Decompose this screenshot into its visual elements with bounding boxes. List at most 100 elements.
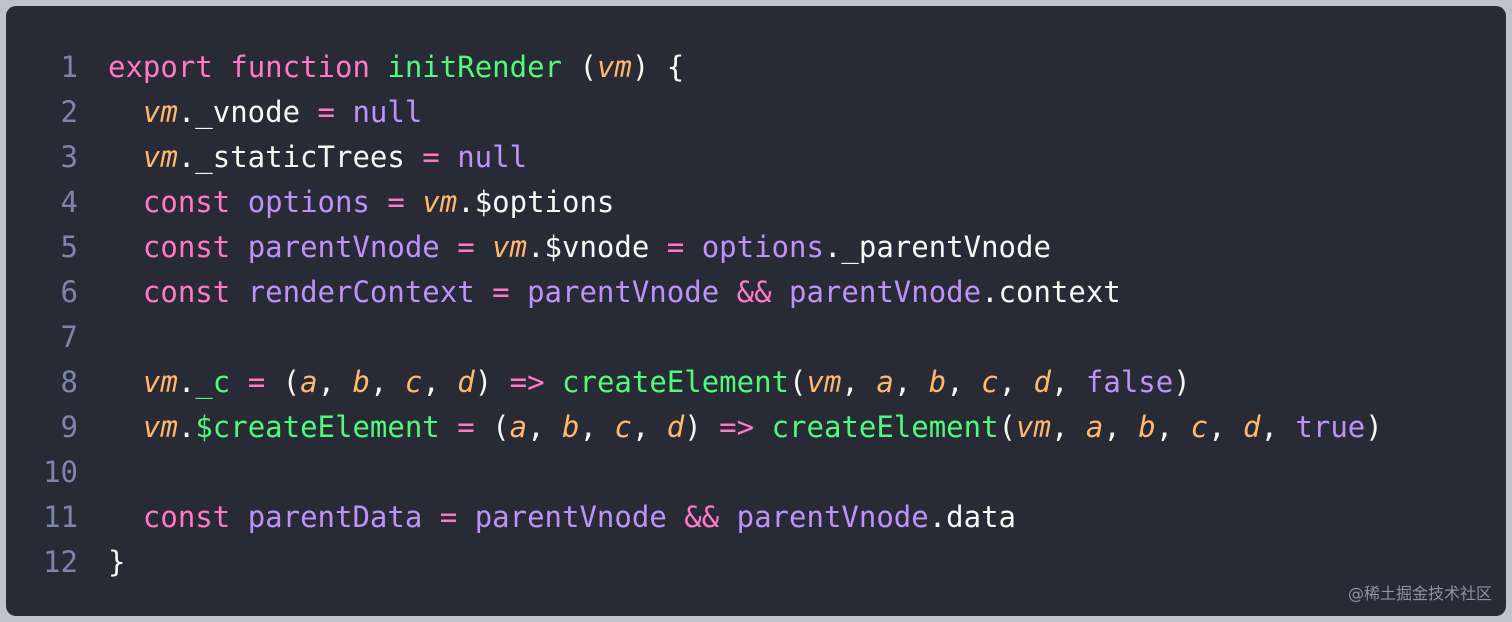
code-token: )	[1173, 365, 1191, 399]
code-token: parentVnode	[736, 500, 929, 534]
code-token: ,	[1155, 410, 1191, 444]
code-token: d	[457, 365, 475, 399]
code-token: ._parentVnode	[823, 230, 1051, 264]
line-number: 4	[60, 185, 78, 219]
code-token: const	[142, 275, 231, 309]
code-token: d	[1033, 365, 1051, 399]
code-token	[108, 500, 143, 534]
code-token: ._vnode	[177, 95, 318, 129]
code-token: =>	[719, 410, 755, 444]
code-line: 6 const renderContext = parentVnode && p…	[6, 270, 1506, 315]
code-token: .	[177, 365, 196, 399]
code-token: function	[230, 50, 370, 84]
code-text: vm._c = (a, b, c, d) => createElement(vm…	[108, 360, 1191, 405]
line-number: 8	[60, 365, 78, 399]
code-token: false	[1085, 365, 1174, 399]
code-text: vm.$createElement = (a, b, c, d) => crea…	[108, 405, 1383, 450]
code-token: null	[352, 95, 423, 129]
code-token: a	[876, 365, 894, 399]
code-token: true	[1295, 410, 1366, 444]
code-token: vm	[142, 95, 178, 129]
code-line: 9 vm.$createElement = (a, b, c, d) => cr…	[6, 405, 1506, 450]
line-number: 11	[43, 500, 78, 534]
code-line: 4 const options = vm.$options	[6, 180, 1506, 225]
code-token: ,	[946, 365, 982, 399]
code-token: c	[614, 410, 632, 444]
code-token	[422, 500, 439, 534]
code-token: )	[474, 365, 510, 399]
code-token	[772, 275, 789, 309]
code-token: =	[457, 410, 475, 444]
code-token: .$vnode	[527, 230, 667, 264]
code-token: ) {	[631, 50, 685, 84]
code-token: const	[142, 500, 231, 534]
code-token	[475, 275, 492, 309]
code-token: &&	[684, 500, 720, 534]
code-token	[667, 500, 684, 534]
code-window: 1 export function initRender (vm) {2 vm._…	[6, 6, 1506, 616]
code-token: a	[1085, 410, 1104, 444]
code-token	[108, 185, 143, 219]
code-block: 1 export function initRender (vm) {2 vm._…	[6, 45, 1506, 585]
code-token	[108, 275, 143, 309]
code-token: initRender	[387, 50, 562, 84]
line-number: 6	[60, 275, 78, 309]
code-text: const parentData = parentVnode && parent…	[108, 495, 1016, 540]
code-token: )	[1365, 410, 1383, 444]
code-line: 2 vm._vnode = null	[6, 90, 1506, 135]
code-token	[457, 500, 474, 534]
code-line: 7	[6, 315, 1506, 360]
code-token: .$options	[457, 185, 615, 219]
code-text: vm._staticTrees = null	[108, 135, 527, 180]
code-token: vm	[142, 410, 178, 444]
line-number: 9	[60, 410, 78, 444]
code-token: )	[684, 410, 720, 444]
code-token: options	[701, 230, 824, 264]
code-token: null	[457, 140, 528, 174]
code-token: b	[1138, 410, 1156, 444]
code-line: 8 vm._c = (a, b, c, d) => createElement(…	[6, 360, 1506, 405]
code-text: const parentVnode = vm.$vnode = options.…	[108, 225, 1051, 270]
code-line: 11 const parentData = parentVnode && par…	[6, 495, 1506, 540]
code-token: .	[177, 410, 196, 444]
code-token: d	[1243, 410, 1261, 444]
code-token: ,	[841, 365, 877, 399]
code-token	[230, 230, 247, 264]
code-token: options	[247, 185, 370, 219]
code-token: =	[457, 230, 475, 264]
code-token	[475, 230, 492, 264]
code-token: export	[108, 50, 213, 84]
code-token: vm	[806, 365, 842, 399]
code-line: 5 const parentVnode = vm.$vnode = option…	[6, 225, 1506, 270]
code-text: export function initRender (vm) {	[108, 45, 684, 90]
code-token: const	[142, 230, 231, 264]
code-token: ,	[631, 410, 667, 444]
code-token: =	[387, 185, 405, 219]
code-token: d	[666, 410, 685, 444]
code-token	[684, 230, 701, 264]
line-number: 1	[60, 50, 78, 84]
code-token: c	[981, 365, 999, 399]
code-line: 1 export function initRender (vm) {	[6, 45, 1506, 90]
code-token: =	[317, 95, 335, 129]
code-token	[230, 365, 247, 399]
code-token: ,	[1260, 410, 1296, 444]
code-token: b	[352, 365, 370, 399]
code-token: b	[562, 410, 580, 444]
code-token	[510, 275, 527, 309]
code-token: ,	[579, 410, 615, 444]
code-token: =	[247, 365, 266, 399]
code-token	[405, 185, 422, 219]
code-token	[440, 230, 457, 264]
code-token	[230, 275, 247, 309]
code-token: ,	[1208, 410, 1244, 444]
code-token: c	[404, 365, 423, 399]
code-token: =>	[509, 365, 545, 399]
code-token: =	[492, 275, 510, 309]
code-token: createElement	[771, 410, 999, 444]
code-line: 12}	[6, 540, 1506, 585]
code-token: vm	[142, 140, 178, 174]
code-token: a	[300, 365, 318, 399]
line-number: 5	[60, 230, 78, 264]
code-token	[230, 185, 247, 219]
